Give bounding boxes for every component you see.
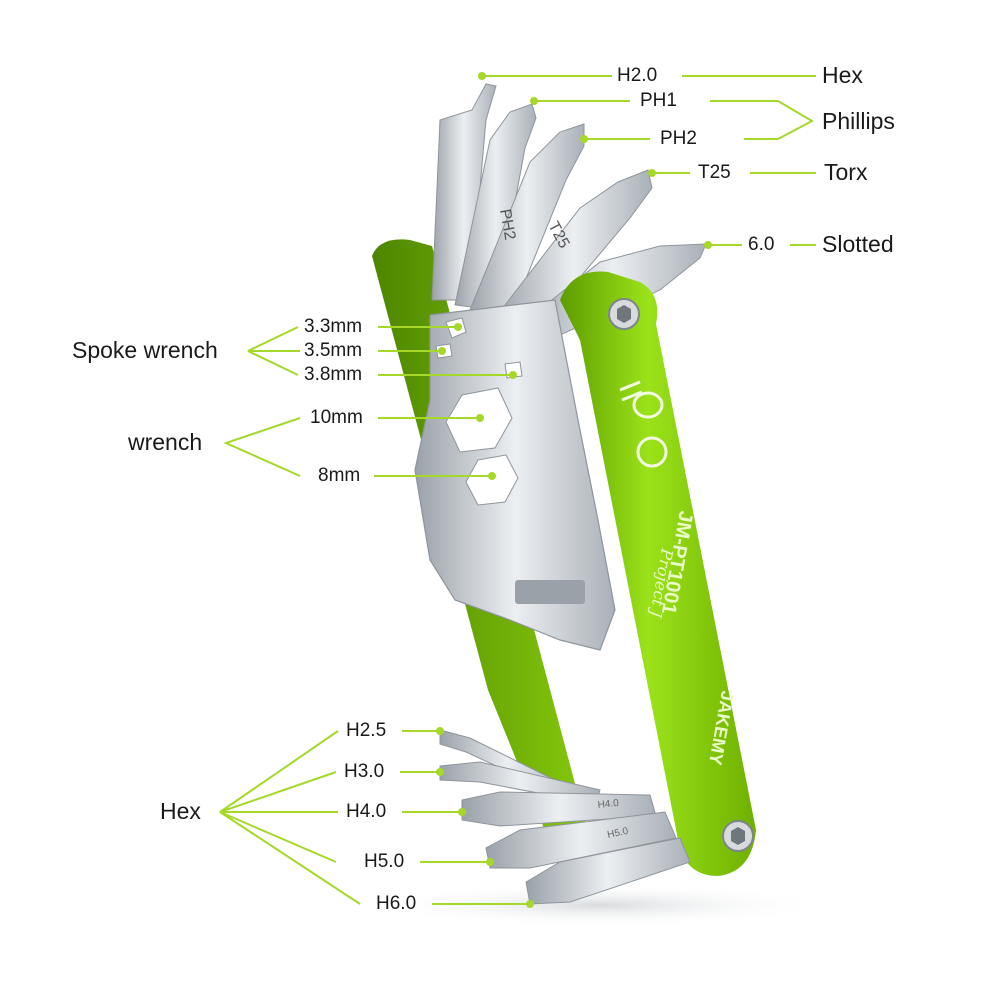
right-handle: [560, 271, 756, 876]
label-hex-h6-0: H6.0: [376, 893, 417, 914]
label-wrench-10mm: 10mm: [310, 407, 363, 428]
label-hex-type: Hex: [822, 62, 863, 88]
label-hex-h3-0: H3.0: [344, 761, 385, 782]
label-hex-h2-5: H2.5: [346, 720, 387, 741]
label-spoke-3-3mm: 3.3mm: [304, 316, 363, 337]
hex-arm-mark-1: H4.0: [597, 798, 620, 811]
bottom-bolt-hex: [731, 827, 745, 845]
hex-arm-mark-2: H5.0: [606, 826, 629, 841]
label-phillips: Phillips: [822, 108, 895, 134]
handle-logo: [619, 380, 668, 468]
label-spoke-3-5mm: 3.5mm: [304, 340, 363, 361]
leader-lines: [219, 75, 816, 905]
label-hex-h5-0: H5.0: [364, 851, 405, 872]
label-slotted-6-0: 6.0: [748, 234, 775, 255]
top-bolt-hex: [617, 305, 631, 323]
label-hex-h4-0: H4.0: [346, 801, 387, 822]
label-hex-h2-0: H2.0: [617, 65, 658, 86]
hex-keys: H4.0 H5.0: [439, 729, 691, 905]
label-ph2: PH2: [660, 128, 697, 149]
bit-marking-ph2: PH2: [496, 208, 518, 242]
label-spoke-wrench: Spoke wrench: [72, 337, 218, 363]
label-spoke-3-8mm: 3.8mm: [304, 364, 363, 385]
label-hex-group: Hex: [160, 798, 201, 824]
label-wrench-8mm: 8mm: [318, 465, 361, 486]
floor-shadow: [370, 883, 830, 927]
label-t25: T25: [698, 162, 731, 183]
label-slotted: Slotted: [822, 231, 894, 257]
label-torx: Torx: [824, 159, 868, 185]
label-wrench: wrench: [128, 429, 203, 455]
leader-dots: [436, 72, 712, 908]
label-ph1: PH1: [640, 90, 677, 111]
hex-key-5_0: [485, 811, 677, 869]
chain-tool-slot: [515, 580, 585, 604]
